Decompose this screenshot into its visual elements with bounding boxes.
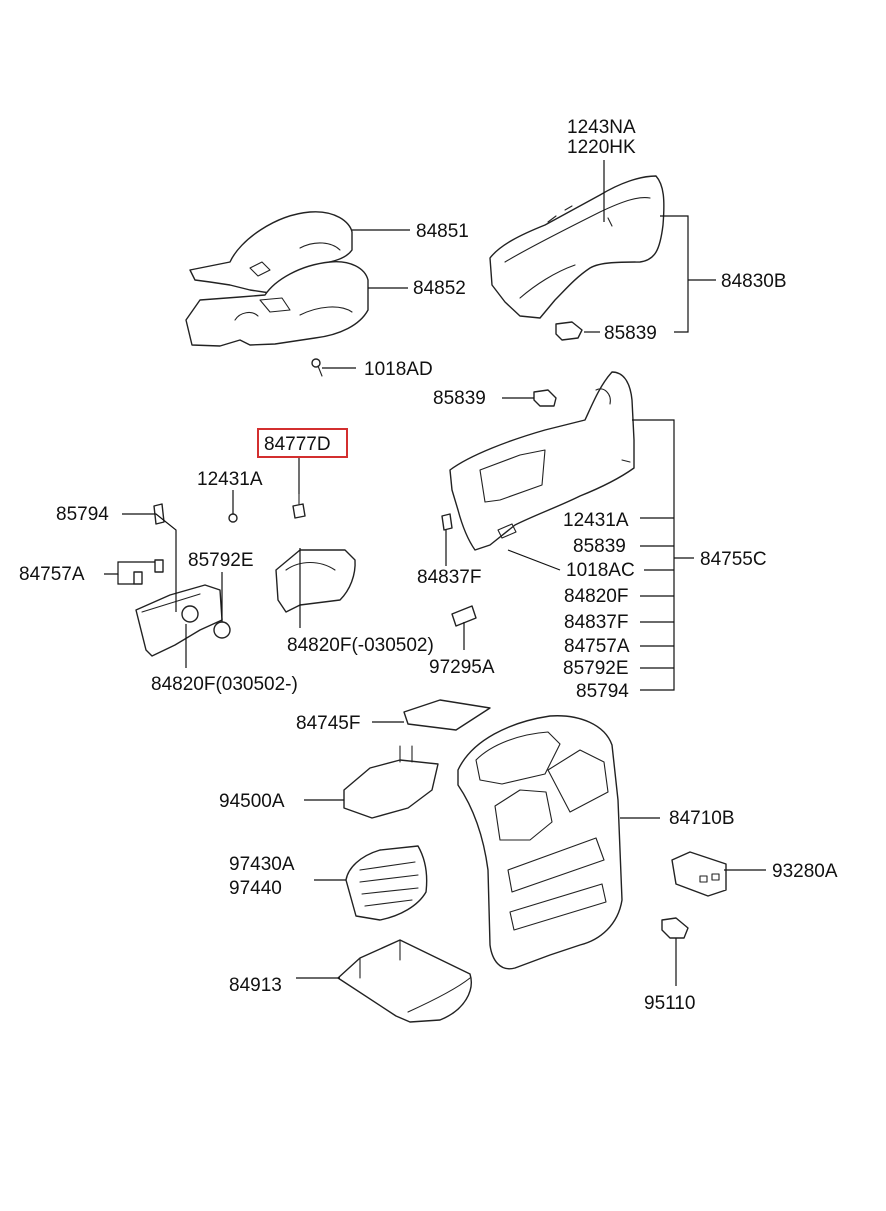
- label-85794-right[interactable]: 85794: [576, 681, 629, 702]
- label-84820F-dash[interactable]: 84820F(-030502): [287, 635, 434, 656]
- label-97295A[interactable]: 97295A: [429, 657, 495, 678]
- part-84913-pocket: [337, 939, 472, 1023]
- part-84755C-crash-pad-panel: [449, 371, 635, 551]
- label-94500A[interactable]: 94500A: [219, 791, 285, 812]
- part-84820F-lower-cover: [135, 584, 231, 657]
- label-12431A-right[interactable]: 12431A: [563, 510, 629, 531]
- part-97430A-air-vent: [345, 845, 428, 921]
- label-84757A-left[interactable]: 84757A: [19, 564, 85, 585]
- label-84830B[interactable]: 84830B: [721, 271, 787, 292]
- part-85839-clip-top: [555, 321, 583, 341]
- label-84710B[interactable]: 84710B: [669, 808, 735, 829]
- label-1018AD[interactable]: 1018AD: [364, 359, 433, 380]
- label-95110[interactable]: 95110: [644, 993, 695, 1014]
- label-85792E-right[interactable]: 85792E: [563, 658, 629, 679]
- part-93280A-switch: [671, 851, 727, 897]
- label-84852[interactable]: 84852: [413, 278, 466, 299]
- label-97430A[interactable]: 97430A: [229, 854, 295, 875]
- label-85839-right[interactable]: 85839: [573, 536, 626, 557]
- label-84851[interactable]: 84851: [416, 221, 469, 242]
- part-1018AD-screw: [311, 358, 323, 377]
- label-84820F-right[interactable]: 84820F: [564, 586, 628, 607]
- part-84852-lower-shroud: [185, 261, 369, 347]
- part-84710B-center-facia: [457, 715, 623, 970]
- label-84745F[interactable]: 84745F: [296, 713, 360, 734]
- label-84820F-paren[interactable]: 84820F(030502-): [151, 674, 298, 695]
- part-84745F-cover: [403, 699, 491, 731]
- part-84820F-tray: [275, 549, 356, 613]
- part-84757A-pads: [133, 559, 164, 585]
- label-84837F-right[interactable]: 84837F: [564, 612, 628, 633]
- part-85839-clip-mid: [533, 389, 557, 407]
- label-84777D[interactable]: 84777D: [264, 434, 331, 455]
- label-1018AC[interactable]: 1018AC: [566, 560, 635, 581]
- part-84830B-cluster-facia: [489, 175, 665, 319]
- label-85794-left[interactable]: 85794: [56, 504, 109, 525]
- label-1243NA[interactable]: 1243NA: [567, 117, 636, 138]
- label-12431A-left[interactable]: 12431A: [197, 469, 263, 490]
- label-97440[interactable]: 97440: [229, 878, 282, 899]
- part-97295A-label: [451, 605, 477, 627]
- label-85792E-left[interactable]: 85792E: [188, 550, 254, 571]
- part-12431A-screw-left: [228, 513, 238, 523]
- highlight-box-84777D: [257, 428, 348, 458]
- part-94500A-module: [343, 745, 439, 819]
- label-84913[interactable]: 84913: [229, 975, 282, 996]
- label-85839-mid[interactable]: 85839: [433, 388, 486, 409]
- leader-lines: [104, 160, 766, 986]
- label-84757A-right[interactable]: 84757A: [564, 636, 630, 657]
- label-93280A[interactable]: 93280A: [772, 861, 838, 882]
- label-85839-top[interactable]: 85839: [604, 323, 657, 344]
- part-84837F-clip: [441, 513, 453, 531]
- label-1220HK[interactable]: 1220HK: [567, 137, 636, 158]
- part-95110-plug: [661, 917, 689, 939]
- label-84837F-mid[interactable]: 84837F: [417, 567, 481, 588]
- part-84777D-bolt: [292, 493, 306, 519]
- label-84755C[interactable]: 84755C: [700, 549, 767, 570]
